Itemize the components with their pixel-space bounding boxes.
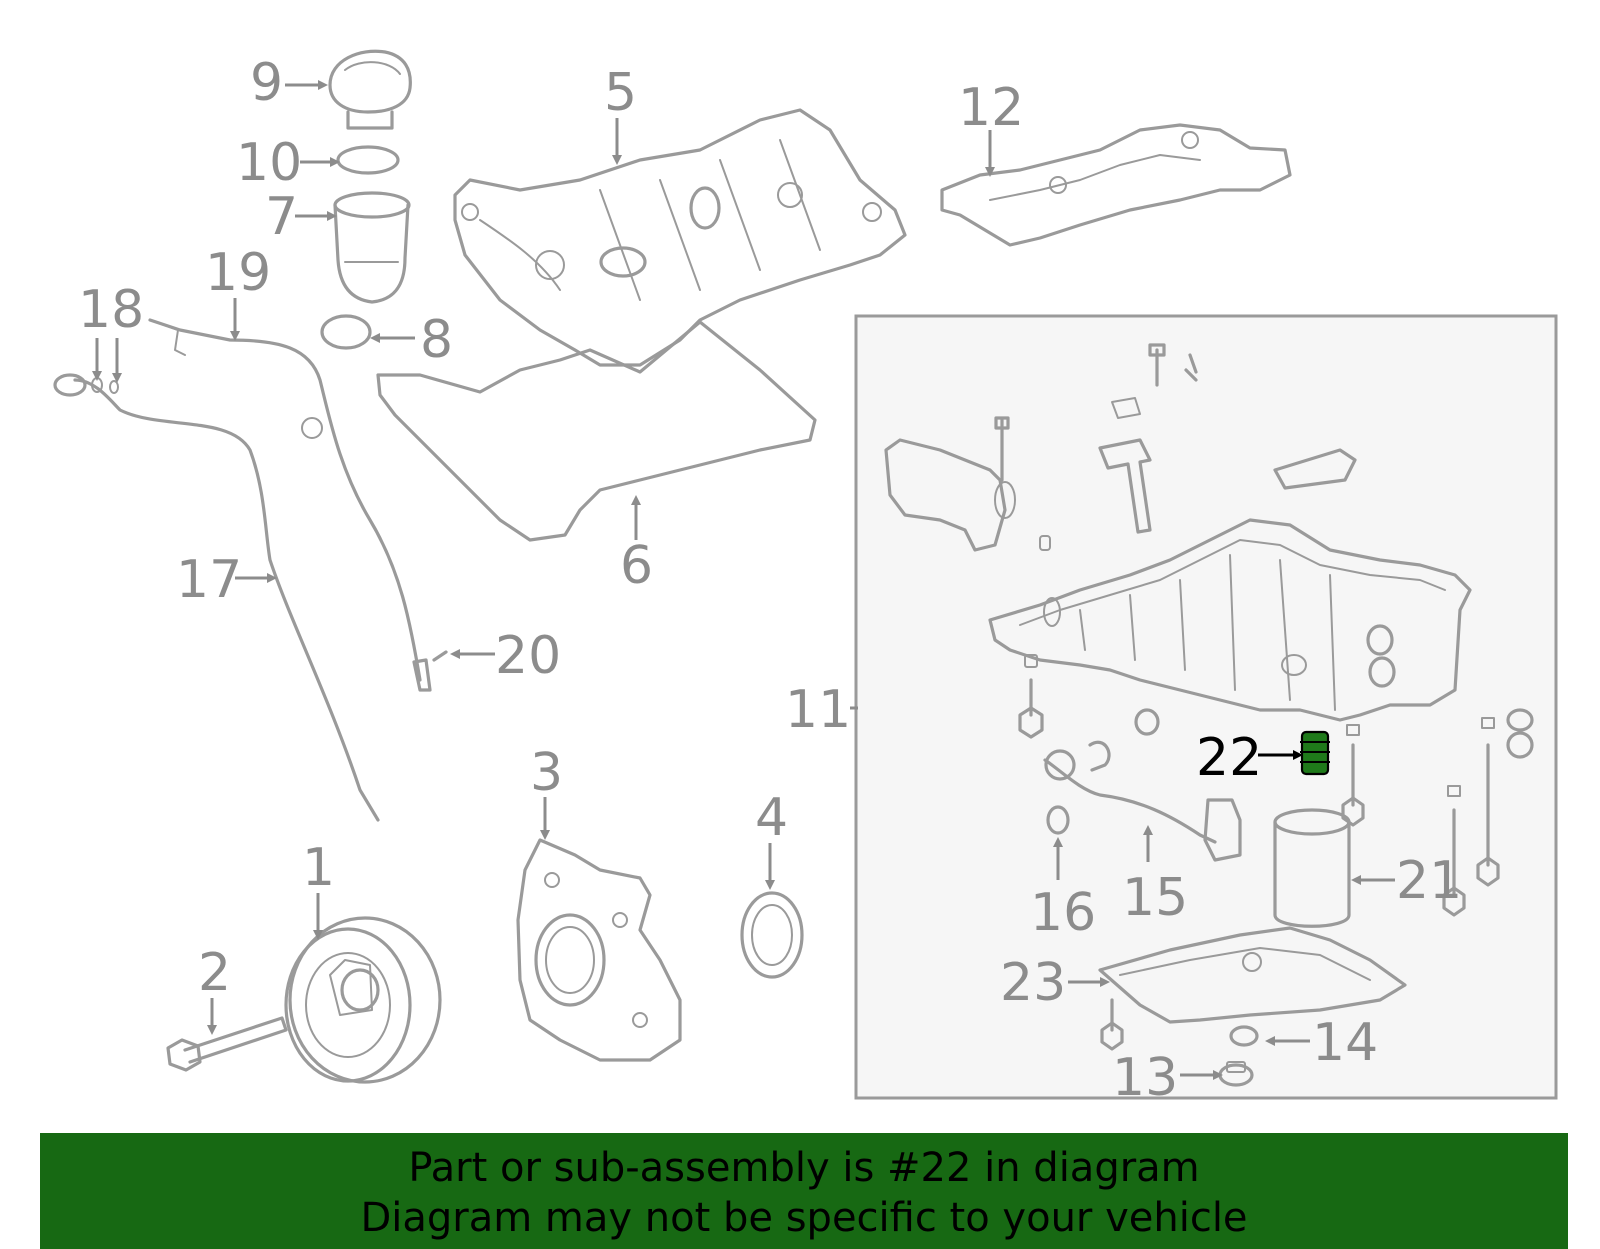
part-11-bolt-top[interactable] bbox=[1148, 343, 1166, 387]
part-23-bolt[interactable] bbox=[1100, 998, 1124, 1051]
callout-1: 1 bbox=[302, 838, 335, 898]
callout-15: 15 bbox=[1122, 868, 1188, 928]
notice-banner: Part or sub-assembly is #22 in diagram D… bbox=[40, 1133, 1568, 1249]
part-16-o-ring[interactable] bbox=[1046, 805, 1070, 835]
part-15-sensor[interactable] bbox=[1043, 749, 1242, 862]
callout-14: 14 bbox=[1312, 1013, 1378, 1073]
callout-13: 13 bbox=[1112, 1048, 1178, 1108]
leader-lines bbox=[92, 80, 1395, 1080]
part-2-bolt[interactable] bbox=[166, 1016, 288, 1072]
part-4-seal[interactable] bbox=[740, 891, 804, 979]
part-1-balancer[interactable] bbox=[284, 916, 442, 1084]
callout-6: 6 bbox=[620, 536, 653, 596]
part-14-washer[interactable] bbox=[1229, 1025, 1259, 1047]
callout-21: 21 bbox=[1396, 851, 1462, 911]
callout-11: 11 bbox=[785, 680, 851, 740]
callout-2: 2 bbox=[198, 943, 231, 1003]
oil-pan-assembly-inset bbox=[854, 314, 1558, 1100]
part-22-highlight[interactable] bbox=[1300, 730, 1330, 776]
part-7-filler-tube[interactable] bbox=[333, 191, 411, 304]
part-20-seal[interactable] bbox=[432, 650, 448, 662]
callout-23: 23 bbox=[1000, 953, 1066, 1013]
callout-8: 8 bbox=[420, 310, 453, 370]
part-11-clip[interactable] bbox=[1088, 740, 1111, 772]
callout-3: 3 bbox=[530, 743, 563, 803]
callout-10: 10 bbox=[236, 133, 302, 193]
part-11-long-bolts[interactable] bbox=[1341, 708, 1534, 917]
callout-19: 19 bbox=[205, 243, 271, 303]
part-6-gasket[interactable] bbox=[376, 320, 817, 542]
callout-20: 20 bbox=[495, 626, 561, 686]
callout-9: 9 bbox=[250, 53, 283, 113]
callout-17: 17 bbox=[176, 550, 242, 610]
part-11-bracket[interactable] bbox=[884, 438, 1016, 552]
part-11-stud-top[interactable] bbox=[1184, 353, 1198, 382]
part-11-plug[interactable] bbox=[1134, 708, 1160, 736]
part-3-front-cover[interactable] bbox=[516, 838, 682, 1062]
callout-22: 22 bbox=[1196, 728, 1262, 788]
callout-12: 12 bbox=[958, 78, 1024, 138]
part-11-pan-bolt[interactable] bbox=[1018, 654, 1044, 739]
part-8-seal[interactable] bbox=[320, 314, 372, 350]
part-5-intake-manifold[interactable] bbox=[453, 108, 907, 367]
part-12-cover[interactable] bbox=[940, 123, 1292, 247]
part-11-baffle[interactable] bbox=[1273, 448, 1357, 490]
notice-line-1: Part or sub-assembly is #22 in diagram bbox=[408, 1145, 1200, 1191]
part-9-filler-cap[interactable] bbox=[328, 49, 412, 130]
part-11-dowel[interactable] bbox=[1039, 535, 1051, 551]
callout-18: 18 bbox=[78, 280, 144, 340]
part-17-dipstick[interactable] bbox=[73, 378, 380, 822]
part-10-seal[interactable] bbox=[336, 145, 400, 175]
part-11-bolt-long[interactable] bbox=[994, 416, 1010, 482]
callout-7: 7 bbox=[265, 187, 298, 247]
callout-labels: 9 10 7 8 5 6 12 19 18 17 20 1 2 3 4 11 2… bbox=[78, 53, 1462, 1108]
callout-5: 5 bbox=[604, 63, 637, 123]
part-11-oil-pan[interactable] bbox=[988, 518, 1472, 722]
notice-line-2: Diagram may not be specific to your vehi… bbox=[360, 1195, 1248, 1241]
callout-4: 4 bbox=[755, 788, 788, 848]
callout-16: 16 bbox=[1030, 883, 1096, 943]
part-11-pickup[interactable] bbox=[1098, 397, 1152, 534]
part-19-dipstick-tube[interactable] bbox=[148, 318, 422, 682]
part-23-lower-pan[interactable] bbox=[1098, 926, 1407, 1024]
